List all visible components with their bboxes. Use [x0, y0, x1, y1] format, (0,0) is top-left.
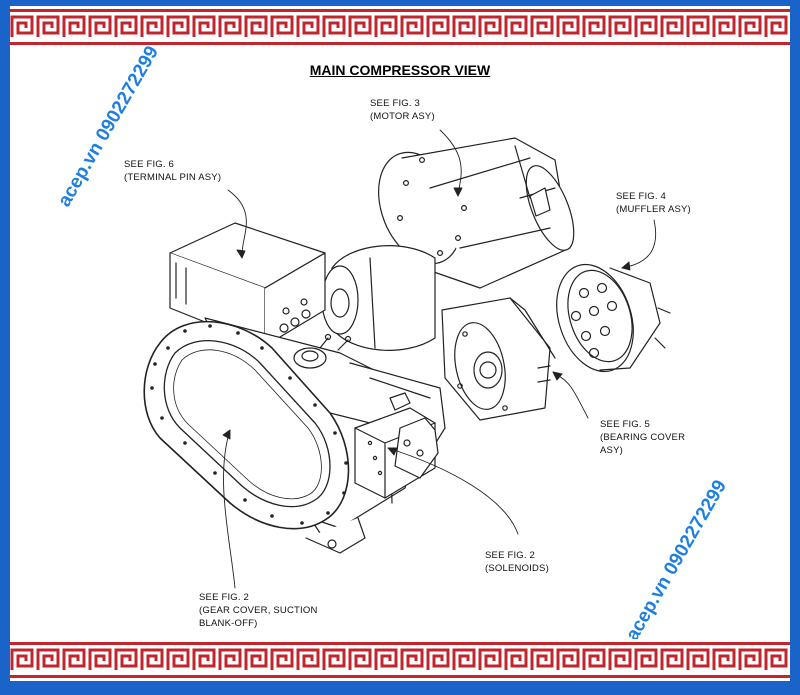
callout-fig4-line1: SEE FIG. 4	[616, 191, 667, 202]
callout-fig6-line1: SEE FIG. 6	[124, 159, 175, 170]
callout-solenoids-line2: (SOLENOIDS)	[485, 563, 549, 574]
diagram-title: MAIN COMPRESSOR VIEW	[309, 62, 491, 78]
callout-fig6-line2: (TERMINAL PIN ASY)	[124, 172, 222, 183]
rotor-drum	[321, 245, 436, 351]
callout-solenoids-line1: SEE FIG. 2	[485, 550, 536, 561]
leader-lines	[222, 129, 657, 589]
callout-fig3-line2: (MOTOR ASY)	[370, 111, 435, 122]
motor-assembly	[378, 137, 575, 289]
callout-fig3-line1: SEE FIG. 3	[370, 98, 421, 109]
gear-cover-flange	[143, 320, 350, 530]
callout-solenoids: SEE FIG. 2 (SOLENOIDS)	[485, 549, 549, 575]
callout-fig5-line3: ASY)	[600, 445, 623, 456]
muffler-assembly	[556, 263, 671, 373]
fret-pattern-top	[10, 6, 790, 48]
callout-terminal-pin: SEE FIG. 6 (TERMINAL PIN ASY)	[124, 158, 221, 184]
top-port	[293, 333, 352, 369]
top-decorative-band	[10, 6, 790, 48]
fret-pattern-bottom	[10, 639, 790, 681]
callout-gear-line3: BLANK-OFF)	[199, 618, 258, 629]
compressor-drawing	[143, 129, 671, 589]
callout-bearing-cover: SEE FIG. 5 (BEARING COVER ASY)	[600, 418, 685, 457]
callout-fig4-line2: (MUFFLER ASY)	[616, 204, 691, 215]
callout-fig5-line1: SEE FIG. 5	[600, 419, 651, 430]
callout-gear-cover: SEE FIG. 2 (GEAR COVER, SUCTION BLANK-OF…	[199, 591, 318, 630]
callout-motor: SEE FIG. 3 (MOTOR ASY)	[370, 97, 435, 123]
terminal-box	[169, 222, 326, 347]
callout-muffler: SEE FIG. 4 (MUFFLER ASY)	[616, 190, 691, 216]
drawing-sheet: MAIN COMPRESSOR VIEW	[10, 43, 790, 645]
bearing-cover-assembly	[441, 297, 556, 421]
callout-gear-line1: SEE FIG. 2	[199, 592, 250, 603]
bottom-decorative-band	[10, 639, 790, 681]
callout-fig5-line2: (BEARING COVER	[600, 432, 686, 443]
callout-gear-line2: (GEAR COVER, SUCTION	[199, 605, 318, 616]
